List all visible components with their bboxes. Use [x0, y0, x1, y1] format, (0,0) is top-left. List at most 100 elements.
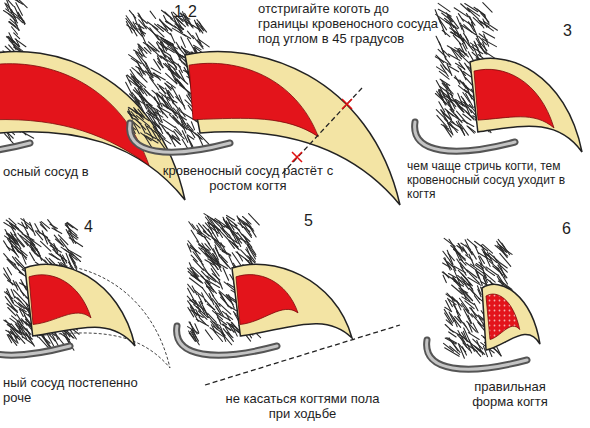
- fur-stroke: [193, 25, 201, 30]
- fur-stroke: [7, 324, 21, 334]
- fur-stroke: [482, 39, 496, 47]
- fur-stroke: [146, 104, 157, 115]
- blood-vessel: [29, 275, 91, 325]
- fur-stroke: [210, 276, 221, 285]
- fur-stroke: [246, 219, 252, 227]
- fur-stroke: [443, 275, 446, 282]
- callout-number: 6: [562, 220, 582, 238]
- fur-stroke: [209, 294, 214, 305]
- fur-stroke: [162, 126, 168, 134]
- claw-panel: [427, 238, 540, 369]
- claw-panel: [0, 0, 185, 200]
- fur-stroke: [161, 10, 172, 19]
- fur-stroke: [460, 259, 466, 265]
- fur-stroke: [493, 347, 501, 356]
- fur-stroke: [13, 280, 18, 290]
- fur-stroke: [222, 228, 230, 236]
- fur-stroke: [68, 231, 78, 238]
- caption-text: кровеносный сосуд растёт с ростом когтя: [158, 164, 338, 194]
- fur-stroke: [455, 316, 461, 323]
- fur-stroke: [477, 315, 483, 320]
- fur-stroke: [22, 222, 29, 235]
- fur-stroke: [19, 303, 25, 309]
- fur-stroke: [153, 108, 159, 114]
- fur-stroke: [243, 216, 252, 224]
- fur-stroke: [475, 43, 481, 56]
- fur-stroke: [176, 97, 185, 106]
- fur-stroke: [174, 69, 181, 78]
- fur-stroke: [445, 58, 451, 65]
- fur-stroke: [452, 297, 462, 307]
- fur-stroke: [489, 261, 498, 270]
- fur-stroke: [457, 33, 464, 43]
- fur-stroke: [205, 330, 212, 340]
- caption-text: правильная форма когтя: [455, 380, 565, 410]
- fur-stroke: [159, 86, 166, 93]
- fur-stroke: [499, 264, 507, 272]
- fur-stroke: [51, 254, 58, 260]
- fur-stroke: [179, 70, 185, 81]
- fur-stroke: [469, 104, 474, 111]
- fur-stroke: [171, 33, 175, 42]
- blood-vessel: [486, 294, 520, 339]
- fur-stroke: [37, 231, 48, 238]
- fur-stroke: [141, 125, 145, 133]
- fur-stroke: [443, 251, 450, 260]
- fur-stroke: [458, 14, 463, 21]
- fur-stroke: [446, 301, 451, 312]
- fur-stroke: [438, 9, 451, 16]
- fur-stroke: [4, 223, 14, 229]
- claw-panel: [177, 214, 352, 356]
- fur-stroke: [476, 270, 480, 278]
- toe-pad-outline: [427, 340, 527, 369]
- fur-stroke: [162, 96, 167, 109]
- fur-stroke: [188, 284, 194, 292]
- fur-stroke: [449, 312, 454, 322]
- fur-stroke: [450, 28, 458, 34]
- fur-stroke: [128, 107, 142, 115]
- fur-stroke: [11, 11, 24, 21]
- fur-stroke: [164, 40, 173, 46]
- fur-stroke: [17, 314, 24, 324]
- fur-stroke: [191, 230, 198, 242]
- fur-stroke: [460, 69, 466, 80]
- fur-stroke: [167, 81, 176, 87]
- fur-stroke: [198, 133, 209, 145]
- fur-stroke: [489, 253, 498, 261]
- fur-stroke: [227, 332, 233, 338]
- blood-vessel: [189, 63, 318, 136]
- fur-stroke: [213, 254, 219, 263]
- fur-stroke: [444, 343, 454, 351]
- fur-stroke: [211, 325, 215, 333]
- caption-text: чем чаще стричь когти, тем кровеносный с…: [407, 160, 587, 201]
- fur-stroke: [498, 239, 504, 247]
- fur-stroke: [147, 22, 157, 30]
- fur-stroke: [479, 262, 487, 269]
- fur-stroke: [444, 83, 453, 94]
- fur-stroke: [139, 24, 143, 34]
- fur-stroke: [448, 253, 454, 260]
- fur-stroke: [146, 44, 151, 51]
- fur-stroke: [215, 225, 223, 237]
- fur-stroke: [51, 243, 58, 249]
- instruction-text: отстригайте коготь до границы кровеносно…: [258, 2, 440, 47]
- fur-stroke: [237, 216, 243, 228]
- fur-stroke: [41, 222, 49, 229]
- fur-stroke: [214, 220, 224, 228]
- fur-stroke: [458, 330, 466, 345]
- blood-vessel: [474, 69, 554, 128]
- fur-stroke: [223, 268, 228, 280]
- fur-stroke: [14, 234, 24, 246]
- fur-stroke: [437, 91, 447, 104]
- fur-stroke: [461, 4, 470, 12]
- caption-text: осный сосуд в: [3, 165, 123, 180]
- callout-number: 2: [188, 3, 208, 21]
- fur-stroke: [198, 39, 209, 47]
- fur-stroke: [12, 257, 18, 266]
- fur-stroke: [157, 42, 164, 48]
- fur-stroke: [443, 263, 451, 268]
- fur-stroke: [187, 136, 193, 150]
- fur-stroke: [466, 14, 475, 26]
- fur-stroke: [464, 309, 471, 324]
